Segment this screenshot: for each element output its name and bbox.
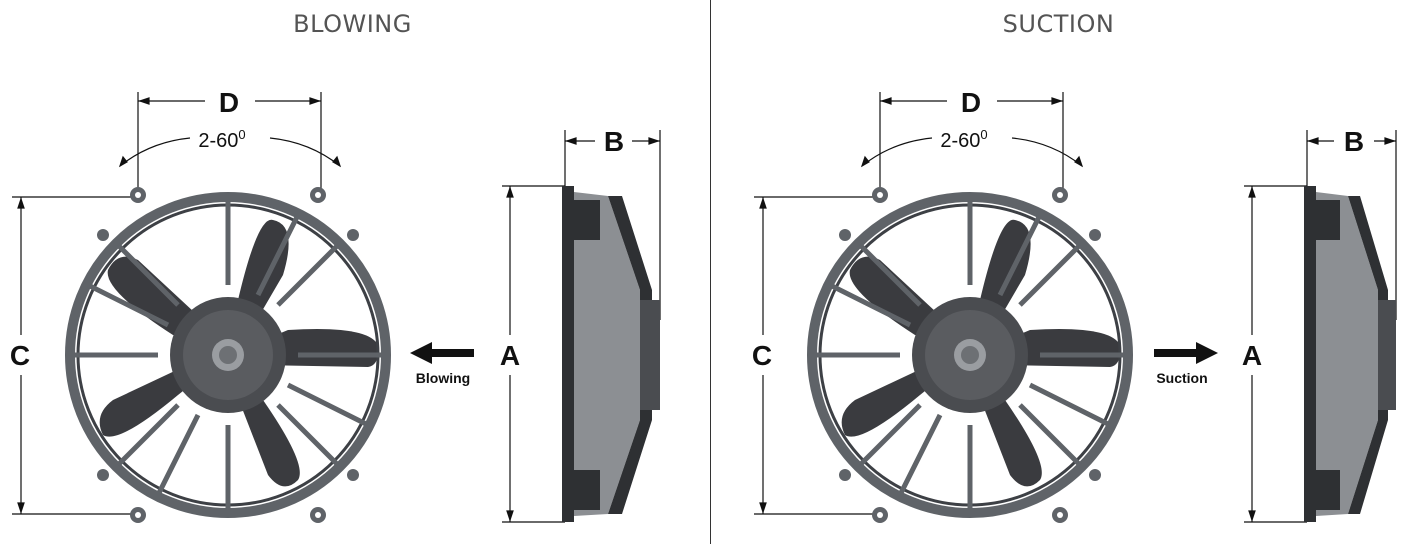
d-label: D — [219, 87, 239, 118]
fan-front-view — [807, 187, 1133, 523]
a-dimension — [1244, 185, 1307, 523]
a-label: A — [500, 340, 520, 371]
angle-label: 2-600 — [940, 127, 987, 152]
mount-tabs — [839, 187, 1101, 523]
a-dimension — [502, 185, 565, 523]
b-dimension — [564, 130, 661, 320]
airflow-arrow-left — [410, 342, 474, 364]
angle-arc — [118, 137, 342, 168]
a-label: A — [1242, 340, 1262, 371]
blowing-panel: BLOWING D 2-600 C — [10, 10, 661, 523]
airflow-label: Blowing — [416, 370, 470, 386]
angle-arc — [860, 137, 1084, 168]
mount-tabs — [97, 187, 359, 523]
d-label: D — [961, 87, 981, 118]
fan-hub — [912, 297, 1028, 413]
suction-panel: SUCTION D 2-600 C — [706, 0, 1410, 544]
c-dimension — [754, 196, 877, 515]
d-dimension — [879, 92, 1064, 190]
c-label: C — [752, 340, 772, 371]
angle-label: 2-600 — [198, 127, 245, 152]
fan-front-view — [65, 187, 391, 523]
fan-side-view — [1304, 186, 1396, 522]
fan-frame — [807, 192, 1133, 518]
fan-frame — [65, 192, 391, 518]
d-dimension — [137, 92, 322, 190]
blowing-title: BLOWING — [293, 10, 412, 38]
b-label: B — [1344, 126, 1364, 157]
airflow-label: Suction — [1156, 370, 1207, 386]
b-label: B — [604, 126, 624, 157]
suction-diagram: D 2-600 C — [752, 87, 1397, 523]
fan-hub — [170, 297, 286, 413]
panel-divider — [710, 0, 711, 544]
fan-side-view — [562, 186, 660, 522]
airflow-arrow-right — [1154, 342, 1218, 364]
b-dimension — [1306, 130, 1397, 320]
suction-title: SUCTION — [1002, 10, 1115, 38]
c-dimension — [12, 196, 135, 515]
blowing-diagram: D 2-600 C — [10, 87, 661, 523]
c-label: C — [10, 340, 30, 371]
